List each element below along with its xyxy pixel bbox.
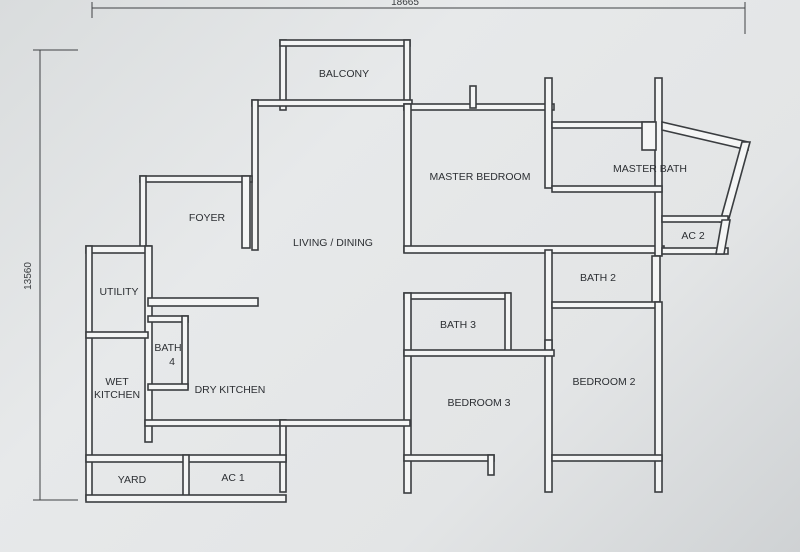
label-living-dining: LIVING / DINING xyxy=(293,237,373,249)
dimension-lines xyxy=(33,2,746,501)
label-foyer: FOYER xyxy=(189,212,226,224)
label-bath-4-number: 4 xyxy=(169,356,175,368)
label-bedroom-3: BEDROOM 3 xyxy=(447,397,510,409)
label-bedroom-2: BEDROOM 2 xyxy=(572,376,635,388)
label-bath-3: BATH 3 xyxy=(440,319,476,331)
room-labels: BALCONY MASTER BEDROOM MASTER BATH FOYER… xyxy=(94,68,705,486)
label-master-bedroom: MASTER BEDROOM xyxy=(430,171,531,183)
label-balcony: BALCONY xyxy=(319,68,369,80)
label-bath-4: BATH xyxy=(154,342,181,354)
label-master-bath: MASTER BATH xyxy=(613,163,687,175)
label-ac-2: AC 2 xyxy=(681,230,705,242)
label-bath-2: BATH 2 xyxy=(580,272,616,284)
label-wet-kitchen-2: KITCHEN xyxy=(94,389,140,401)
label-utility: UTILITY xyxy=(99,286,138,298)
walls xyxy=(85,39,752,503)
label-ac-1: AC 1 xyxy=(221,472,245,484)
label-yard: YARD xyxy=(118,474,147,486)
overall-width-label: 18665 xyxy=(391,0,419,8)
label-wet-kitchen: WET xyxy=(105,376,129,388)
label-dry-kitchen: DRY KITCHEN xyxy=(195,384,266,396)
overall-depth-label: 13560 xyxy=(23,262,34,290)
